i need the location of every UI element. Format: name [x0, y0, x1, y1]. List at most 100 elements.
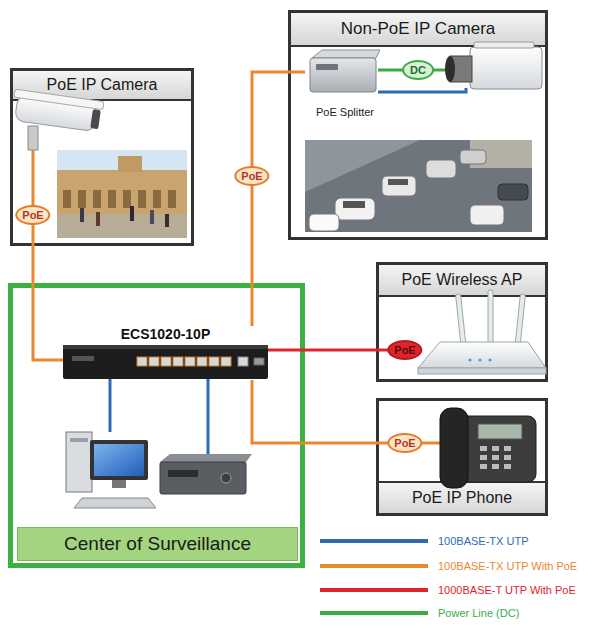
video-recorder: [221, 473, 231, 483]
dc-power-wire: [378, 69, 452, 72]
surveillance-photo: [63, 190, 71, 208]
ip-phone: [504, 446, 511, 451]
switch-node: ECS1020-10P: [63, 326, 268, 380]
ip-phone: [480, 455, 487, 460]
surveillance-photo: [57, 170, 187, 216]
street-photo: [470, 205, 504, 225]
surveillance-photo: [123, 190, 131, 208]
splitter-device: [310, 58, 376, 92]
panel-heading: Non-PoE IP Camera: [291, 13, 545, 47]
computer: [70, 438, 88, 442]
street-photo: [305, 140, 532, 232]
legend-line: [320, 558, 430, 574]
switch-device: [137, 357, 147, 366]
switch-device: [185, 357, 195, 366]
video-recorder: [168, 470, 198, 477]
device-panel: PoE Wireless AP: [376, 262, 548, 382]
switch-device: [197, 357, 207, 366]
lan-wire: [109, 379, 112, 432]
street-photo: [343, 201, 365, 208]
legend-line: [320, 588, 428, 592]
surveillance-photo: [108, 190, 116, 208]
bullet-camera: [90, 109, 101, 129]
surveillance-photo: [57, 214, 187, 238]
switch-device: [238, 357, 248, 366]
street-photo: [460, 150, 486, 164]
surveillance-photo: [93, 190, 101, 208]
street-photo: [498, 184, 528, 200]
ip-phone: [480, 446, 487, 451]
legend-line: [320, 605, 430, 621]
legend-line: [320, 564, 428, 568]
surveillance-photo: [118, 156, 142, 172]
poe-tag: PoE: [234, 166, 269, 186]
poe-wire: [376, 442, 444, 445]
street-photo: [382, 176, 416, 196]
poe-wire: [32, 140, 35, 246]
surveillance-photo: [138, 190, 146, 208]
box-camera: [445, 56, 455, 82]
video-recorder: [160, 454, 252, 462]
surveillance-photo: [57, 150, 187, 238]
street-photo: [388, 179, 408, 185]
center-heading: Center of Surveillance: [17, 527, 298, 561]
switch-device: [221, 357, 231, 366]
computer: [90, 440, 148, 480]
poe-cable: [268, 349, 376, 352]
computer: [112, 480, 126, 488]
switch-device: [63, 345, 268, 379]
switch-device: [63, 345, 268, 349]
poe-wire: [376, 443, 444, 444]
legend-line: [320, 611, 428, 615]
legend-text: Power Line (DC): [438, 606, 519, 620]
bullet-camera: [15, 95, 98, 132]
wireless-ap: [456, 294, 466, 346]
legend-line: [320, 582, 430, 598]
dc-power-wire: [378, 70, 452, 71]
switch-device: [149, 357, 159, 366]
poe-cable: [33, 246, 63, 360]
panel-heading: PoE Wireless AP: [379, 265, 545, 297]
street-photo: [426, 160, 456, 178]
surveillance-photo: [78, 190, 86, 208]
data-wire: [378, 88, 466, 92]
wireless-ap: [418, 290, 546, 374]
device-caption: PoE Splitter: [305, 106, 385, 118]
wireless-ap: [468, 358, 471, 361]
surveillance-photo: [165, 214, 169, 227]
street-photo: [335, 198, 375, 220]
box-camera: [445, 42, 542, 89]
computer: [74, 498, 156, 508]
computer: [66, 432, 92, 492]
legend-line: [320, 533, 430, 549]
ip-phone: [492, 455, 499, 460]
data-wire: [378, 88, 466, 92]
switch-device: [72, 356, 94, 361]
switch-device: [161, 357, 171, 366]
video-recorder: [160, 462, 246, 494]
legend-text: 100BASE-TX UTP: [438, 534, 528, 548]
bullet-camera: [28, 126, 38, 150]
switch-device: [254, 358, 264, 365]
box-camera: [450, 56, 472, 82]
street-photo: [305, 140, 532, 232]
surveillance-photo: [168, 190, 176, 208]
ip-phone: [492, 464, 499, 469]
ip-phone: [440, 408, 536, 488]
surveillance-photo: [57, 150, 187, 238]
wireless-ap: [478, 358, 481, 361]
wireless-ap: [488, 358, 491, 361]
panel-heading: PoE IP Camera: [13, 71, 191, 101]
surveillance-photo: [80, 208, 84, 222]
legend-text: 1000BASE-T UTP With PoE: [438, 583, 576, 597]
street-photo: [305, 140, 532, 232]
ip-phone: [504, 464, 511, 469]
ip-phone: [480, 464, 487, 469]
device-panel: PoE IP Phone: [376, 398, 548, 516]
center-frame: Center of Surveillance ECS1020-10P: [8, 283, 305, 568]
poe-wire: [33, 140, 34, 246]
poe-wire: [376, 349, 422, 352]
